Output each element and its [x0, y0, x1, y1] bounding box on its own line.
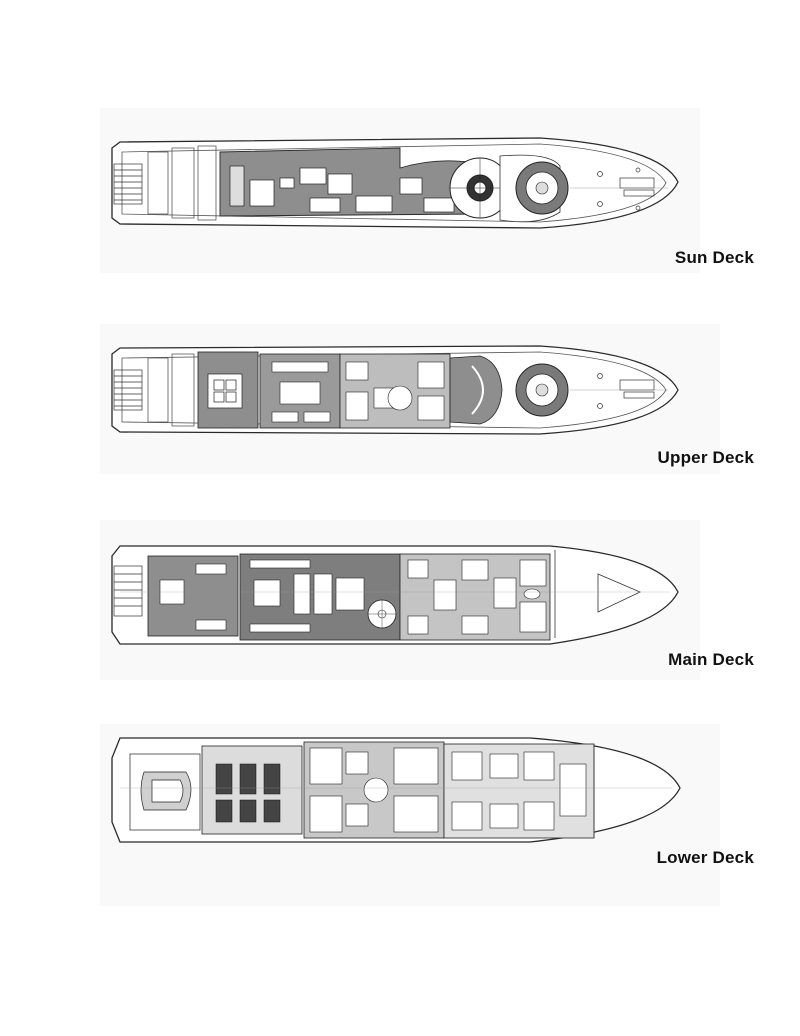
upper-deck-aft-tiers [147, 353, 195, 427]
sun-deck-inner-hull [121, 143, 667, 223]
sun-deck-spa-pool [449, 157, 511, 219]
upper-deck-bridge [449, 355, 503, 425]
upper-deck-plan [111, 345, 679, 435]
sun-deck-section: Sun Deck [0, 108, 800, 278]
main-deck-section: Main Deck [0, 520, 800, 680]
upper-deck-forward-pad [515, 363, 569, 417]
main-deck-interior-rooms [407, 559, 547, 635]
lower-deck-label: Lower Deck [656, 848, 754, 867]
sun-deck-aft-tiers [147, 145, 217, 221]
lower-deck-crew-rooms [451, 751, 587, 831]
upper-deck-section: Upper Deck [0, 318, 800, 478]
main-deck-stern-stairs [113, 565, 143, 617]
lower-deck-section: Lower Deck [0, 724, 800, 909]
sun-deck-forward-pad [515, 161, 569, 215]
main-deck-label: Main Deck [668, 650, 754, 669]
upper-deck-interior-rooms [345, 361, 445, 421]
main-deck-foredeck-triangle [597, 573, 641, 613]
main-deck-saloon-furniture [249, 559, 365, 633]
upper-deck-stern-stairs [113, 369, 143, 411]
main-deck-spiral-staircase [367, 599, 397, 629]
main-deck-plan [111, 545, 679, 645]
sun-deck-label: Sun Deck [674, 248, 754, 267]
sun-deck-furniture [229, 165, 455, 213]
sun-deck-stern-stairs [113, 163, 143, 205]
lower-deck-engines [215, 763, 281, 823]
lower-deck-tender-garage [129, 753, 201, 831]
lower-deck-cabin-rooms [309, 747, 439, 833]
upper-deck-label: Upper Deck [657, 448, 754, 467]
upper-deck-dining-table [207, 373, 243, 409]
lower-deck-plan [111, 737, 681, 843]
upper-deck-saloon-furniture [271, 361, 331, 423]
sun-deck-plan [111, 137, 679, 229]
